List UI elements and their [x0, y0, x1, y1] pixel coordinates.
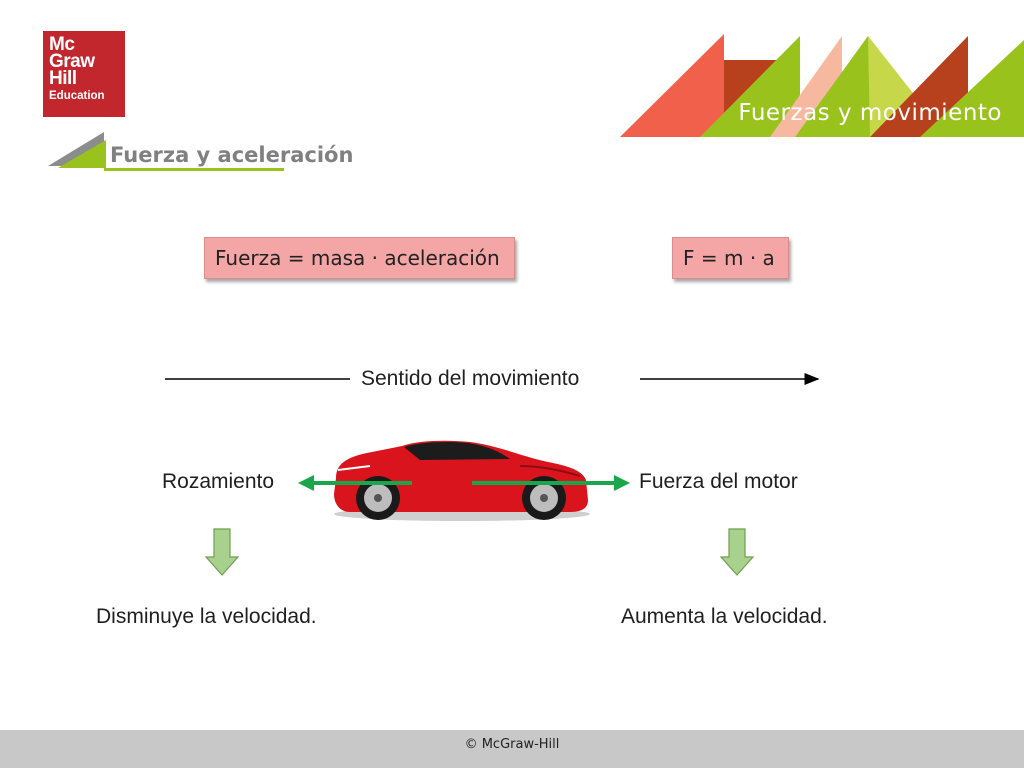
red-sports-car — [334, 440, 590, 521]
engine-force-arrow — [472, 475, 630, 491]
footer-copyright: © McGraw-Hill — [464, 737, 560, 752]
deco-triangle-red — [620, 34, 724, 137]
friction-effect-label: Disminuye la velocidad. — [96, 605, 317, 628]
logo-text-education: Education — [49, 90, 105, 102]
friction-label: Rozamiento — [162, 470, 275, 493]
footer-bar — [0, 730, 1024, 768]
chapter-title: Fuerzas y movimiento — [738, 100, 1002, 126]
engine-effect-label: Aumenta la velocidad. — [621, 605, 828, 628]
logo-text-hill: Hill — [49, 68, 77, 89]
motion-direction-label: Sentido del movimiento — [361, 367, 580, 390]
header-decoration — [620, 34, 1024, 137]
section-title-mark — [48, 132, 284, 171]
engine-effect-down-arrow — [719, 528, 755, 576]
engine-force-label: Fuerza del motor — [639, 470, 798, 493]
section-title: Fuerza y aceleración — [110, 143, 354, 167]
mcgraw-hill-logo: Mc Graw Hill Education — [43, 31, 125, 117]
deco-triangle-brown — [870, 36, 968, 137]
formula-words-box: Fuerza = masa · aceleración — [204, 237, 515, 279]
deco-triangle-lime — [868, 36, 920, 137]
friction-effect-down-arrow — [204, 528, 240, 576]
formula-symbols-box: F = m · a — [672, 237, 789, 279]
logo-text-mc: Mc — [49, 34, 75, 55]
deco-triangle-green-3 — [920, 40, 1024, 137]
logo-text-graw: Graw — [49, 51, 95, 72]
friction-force-arrow — [298, 475, 412, 491]
deco-triangle-green — [700, 36, 800, 137]
